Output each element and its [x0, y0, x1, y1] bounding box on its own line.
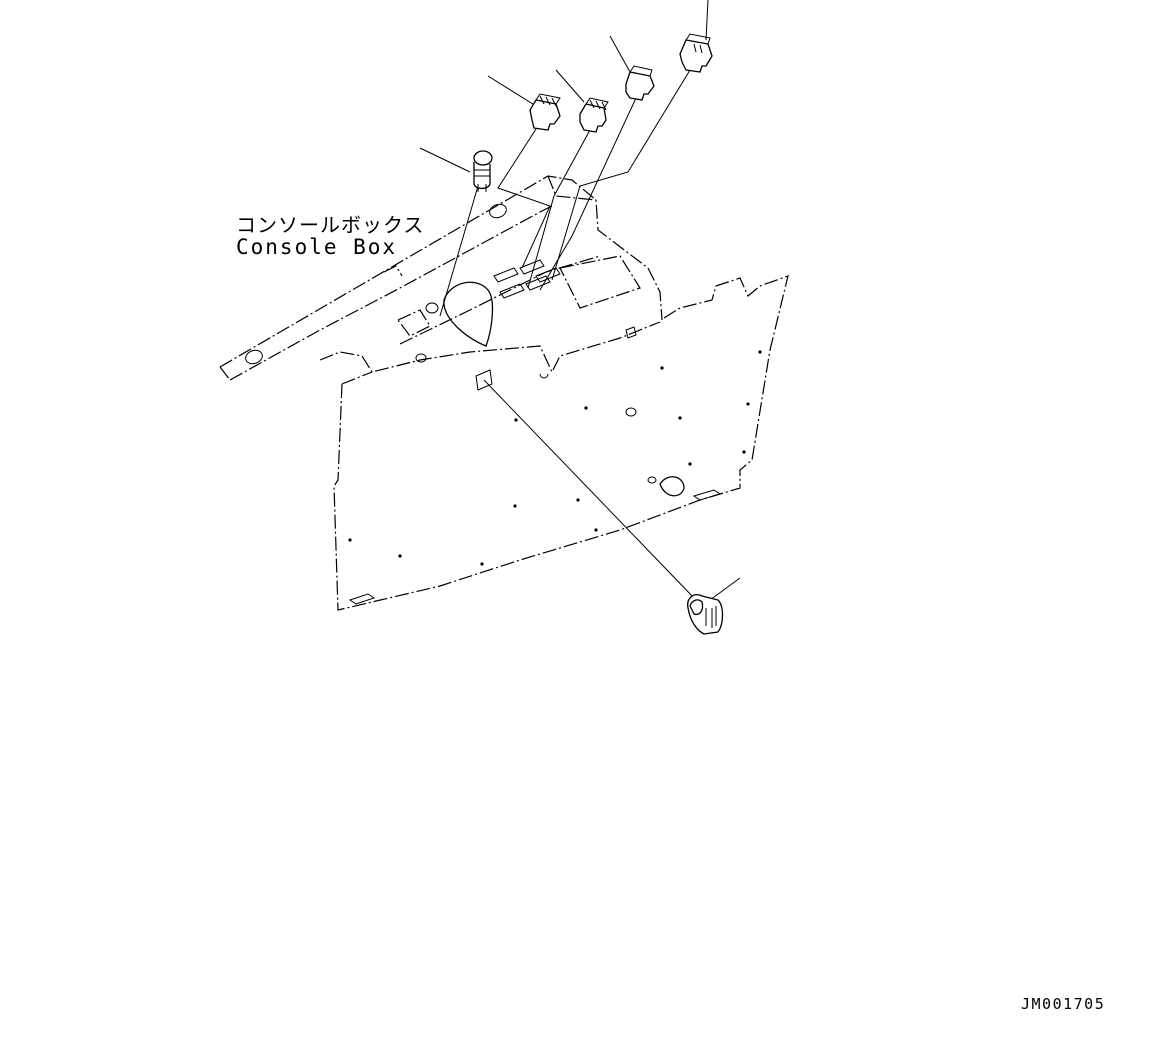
- side-panel: [333, 275, 789, 611]
- console-center: [319, 255, 661, 374]
- connector-a-icon: [529, 93, 561, 131]
- connector-b-icon: [579, 97, 609, 133]
- power-socket-icon: [687, 594, 724, 635]
- console-box-label-jp: コンソールボックス: [236, 213, 425, 237]
- connector-d-icon: [679, 33, 713, 73]
- rocker-switch-icon: [473, 150, 493, 192]
- drawing-id: JM001705: [1021, 995, 1106, 1013]
- console-rail: [219, 175, 663, 381]
- connector-c-icon: [625, 65, 655, 101]
- console-box-label-en: Console Box: [236, 235, 398, 259]
- leader-lines: [419, 0, 741, 601]
